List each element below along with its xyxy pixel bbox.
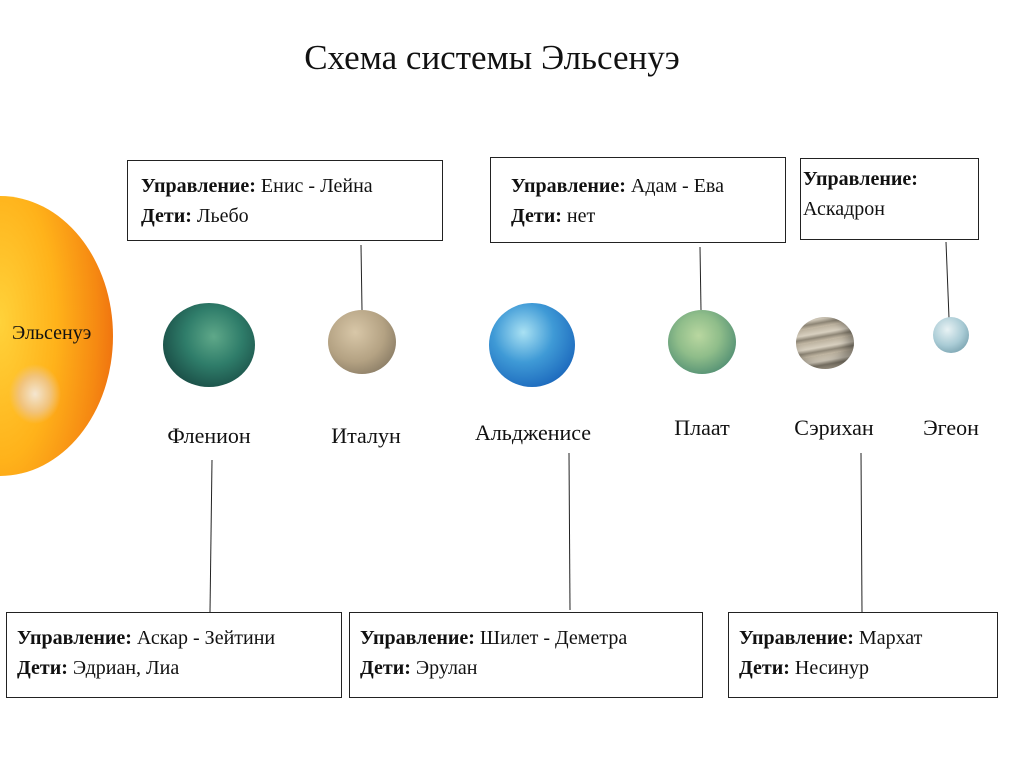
children-label: Дети: <box>511 205 562 227</box>
children-label: Дети: <box>739 657 790 679</box>
rule-label: Управление: <box>511 175 626 197</box>
children-value: Льебо <box>191 205 249 227</box>
planet-flenion <box>163 303 255 387</box>
planet-egeon <box>933 317 969 353</box>
rule-label: Управление: <box>803 168 918 190</box>
info-box-serihan: Управление: Мархат Дети: Несинур <box>728 612 998 698</box>
planet-label-egeon: Эгеон <box>923 415 979 440</box>
rule-value: Шилет - Деметра <box>474 627 628 649</box>
info-box-plaat: Управление: Адам - Ева Дети: нет <box>490 157 786 243</box>
star-elsenue <box>0 196 113 476</box>
rule-value: Енис - Лейна <box>255 175 373 197</box>
star-label: Эльсенуэ <box>12 322 92 344</box>
children-value: нет <box>561 205 596 227</box>
planet-plaat <box>668 310 736 374</box>
star-spot <box>9 364 61 424</box>
children-label: Дети: <box>360 657 411 679</box>
rule-label: Управление: <box>141 175 256 197</box>
children-value: Эдриан, Лиа <box>67 657 180 679</box>
info-box-aldzhenise: Управление: Шилет - Деметра Дети: Эрулан <box>349 612 703 698</box>
children-label: Дети: <box>141 205 192 227</box>
rule-label: Управление: <box>17 627 132 649</box>
connector-flenion <box>209 459 213 613</box>
children-value: Несинур <box>789 657 869 679</box>
connector-egeon <box>945 241 950 319</box>
info-box-italun: Управление: Енис - Лейна Дети: Льебо <box>127 160 443 241</box>
info-box-flenion: Управление: Аскар - Зейтини Дети: Эдриан… <box>6 612 342 698</box>
planet-serihan <box>796 317 854 369</box>
planet-label-italun: Италун <box>331 423 401 448</box>
connector-plaat <box>699 246 702 311</box>
planet-italun <box>328 310 396 374</box>
rule-label: Управление: <box>739 627 854 649</box>
children-value: Эрулан <box>410 657 478 679</box>
rule-value: Аскадрон <box>803 198 885 220</box>
planet-aldzhenise <box>489 303 575 387</box>
rule-value: Мархат <box>853 627 923 649</box>
connector-italun <box>360 244 363 311</box>
planet-label-plaat: Плаат <box>674 415 730 440</box>
planet-label-flenion: Флени­он <box>167 423 251 448</box>
rule-value: Адам - Ева <box>625 175 724 197</box>
children-label: Дети: <box>17 657 68 679</box>
planet-label-aldzhenise: Альдженисе <box>474 420 592 445</box>
rule-label: Управление: <box>360 627 475 649</box>
connector-aldzhenise <box>568 452 571 611</box>
connector-serihan <box>860 452 863 613</box>
info-box-egeon: Управление: Аскадрон <box>800 158 979 240</box>
diagram-title: Схема системы Эльсенуэ <box>304 38 680 77</box>
rule-value: Аскар - Зейтини <box>131 627 276 649</box>
planet-label-serihan: Сэрихан <box>794 415 874 440</box>
